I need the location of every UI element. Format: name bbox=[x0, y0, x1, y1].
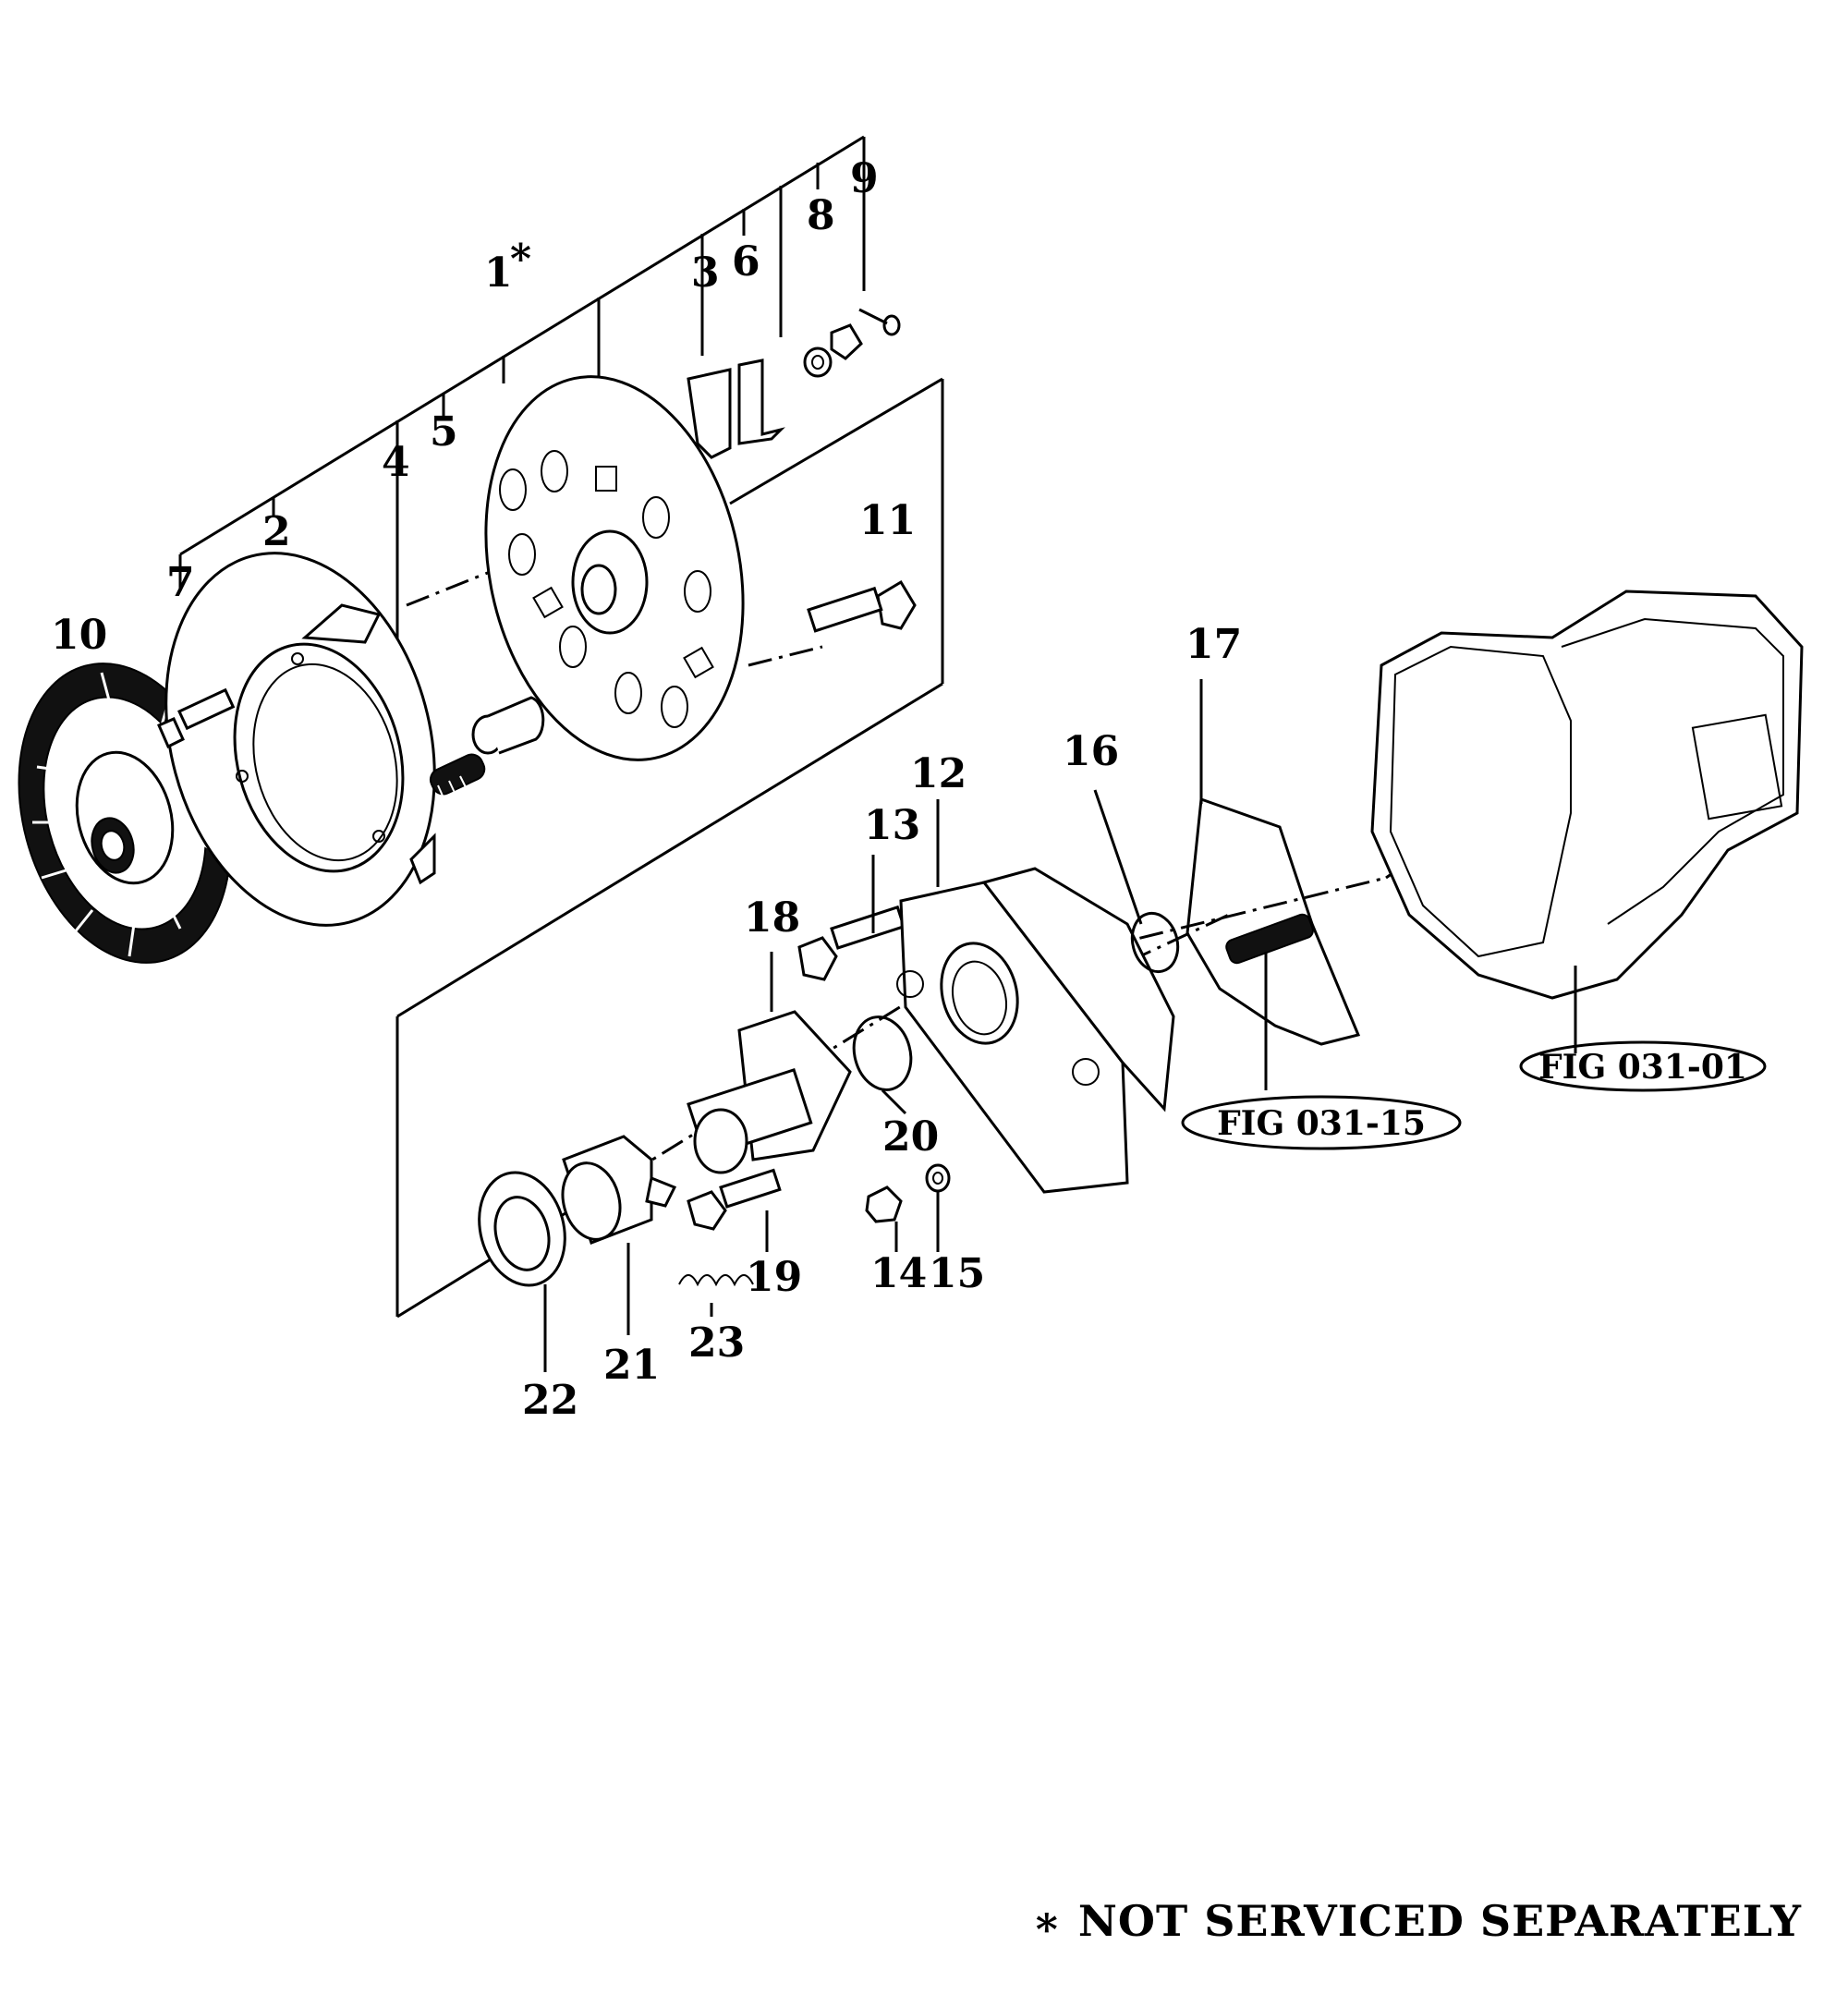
spring-23 bbox=[678, 1274, 754, 1287]
ref-fig-031-01-label: FIG 031-01 bbox=[1538, 1048, 1747, 1087]
callout-7: 7 bbox=[166, 559, 195, 606]
bearing-carrier-21 bbox=[561, 1135, 677, 1245]
bushing-5 bbox=[471, 696, 545, 755]
callout-19: 19 bbox=[746, 1254, 802, 1301]
ref-fig-031-15[interactable]: FIG 031-15 bbox=[1181, 1095, 1462, 1150]
pressure-plate bbox=[164, 552, 436, 927]
spring-6 bbox=[737, 359, 785, 445]
nut-14 bbox=[865, 1185, 903, 1223]
washer-15 bbox=[925, 1163, 951, 1193]
o-ring-20 bbox=[852, 1015, 913, 1091]
callout-5: 5 bbox=[430, 408, 458, 456]
release-bearing-22 bbox=[478, 1171, 566, 1287]
o-ring-16 bbox=[1130, 911, 1180, 974]
flywheel-plate bbox=[484, 375, 745, 761]
stud-shaft bbox=[1225, 913, 1314, 965]
bottom-leaders bbox=[543, 679, 1268, 1372]
callout-14: 14 bbox=[870, 1250, 927, 1297]
callout-2: 2 bbox=[262, 508, 291, 555]
clutch-disc bbox=[18, 663, 232, 964]
spring-4 bbox=[429, 753, 486, 803]
cover-plate-12 bbox=[896, 867, 1175, 1194]
washer-8 bbox=[803, 346, 833, 378]
bolt-11 bbox=[807, 579, 917, 633]
callout-17: 17 bbox=[1185, 621, 1242, 668]
ref-fig-031-01[interactable]: FIG 031-01 bbox=[1519, 1040, 1767, 1092]
callout-15: 15 bbox=[929, 1250, 985, 1297]
transmission-housing bbox=[1370, 590, 1804, 1053]
callout-10: 10 bbox=[51, 612, 107, 659]
callout-1: 1 bbox=[484, 249, 513, 297]
callout-20: 20 bbox=[882, 1113, 939, 1161]
bolt-7 bbox=[157, 687, 236, 749]
ref-fig-031-15-label: FIG 031-15 bbox=[1217, 1104, 1426, 1143]
callout-13: 13 bbox=[864, 802, 920, 849]
callout-22: 22 bbox=[522, 1377, 578, 1424]
gasket-17 bbox=[1185, 796, 1361, 1046]
callout-1-mark: * bbox=[510, 236, 531, 283]
callout-9: 9 bbox=[850, 155, 879, 202]
bolt-13 bbox=[797, 905, 906, 981]
callout-16: 16 bbox=[1063, 728, 1119, 775]
callout-11: 11 bbox=[859, 497, 916, 544]
callout-8: 8 bbox=[807, 192, 835, 239]
callout-4: 4 bbox=[382, 439, 410, 486]
callout-3: 3 bbox=[691, 249, 720, 297]
callout-21: 21 bbox=[603, 1342, 660, 1389]
guide-sleeve-18 bbox=[687, 1010, 852, 1174]
bolt-19 bbox=[687, 1168, 782, 1231]
callout-12: 12 bbox=[910, 750, 967, 797]
callout-6: 6 bbox=[732, 238, 760, 286]
nut-9 bbox=[830, 308, 901, 360]
callout-18: 18 bbox=[744, 894, 800, 942]
callout-23: 23 bbox=[688, 1319, 745, 1367]
footnote: ∗ NOT SERVICED SEPARATELY bbox=[1032, 1896, 1802, 1946]
top-bracket-lines bbox=[178, 135, 866, 711]
lever-3 bbox=[687, 368, 732, 459]
